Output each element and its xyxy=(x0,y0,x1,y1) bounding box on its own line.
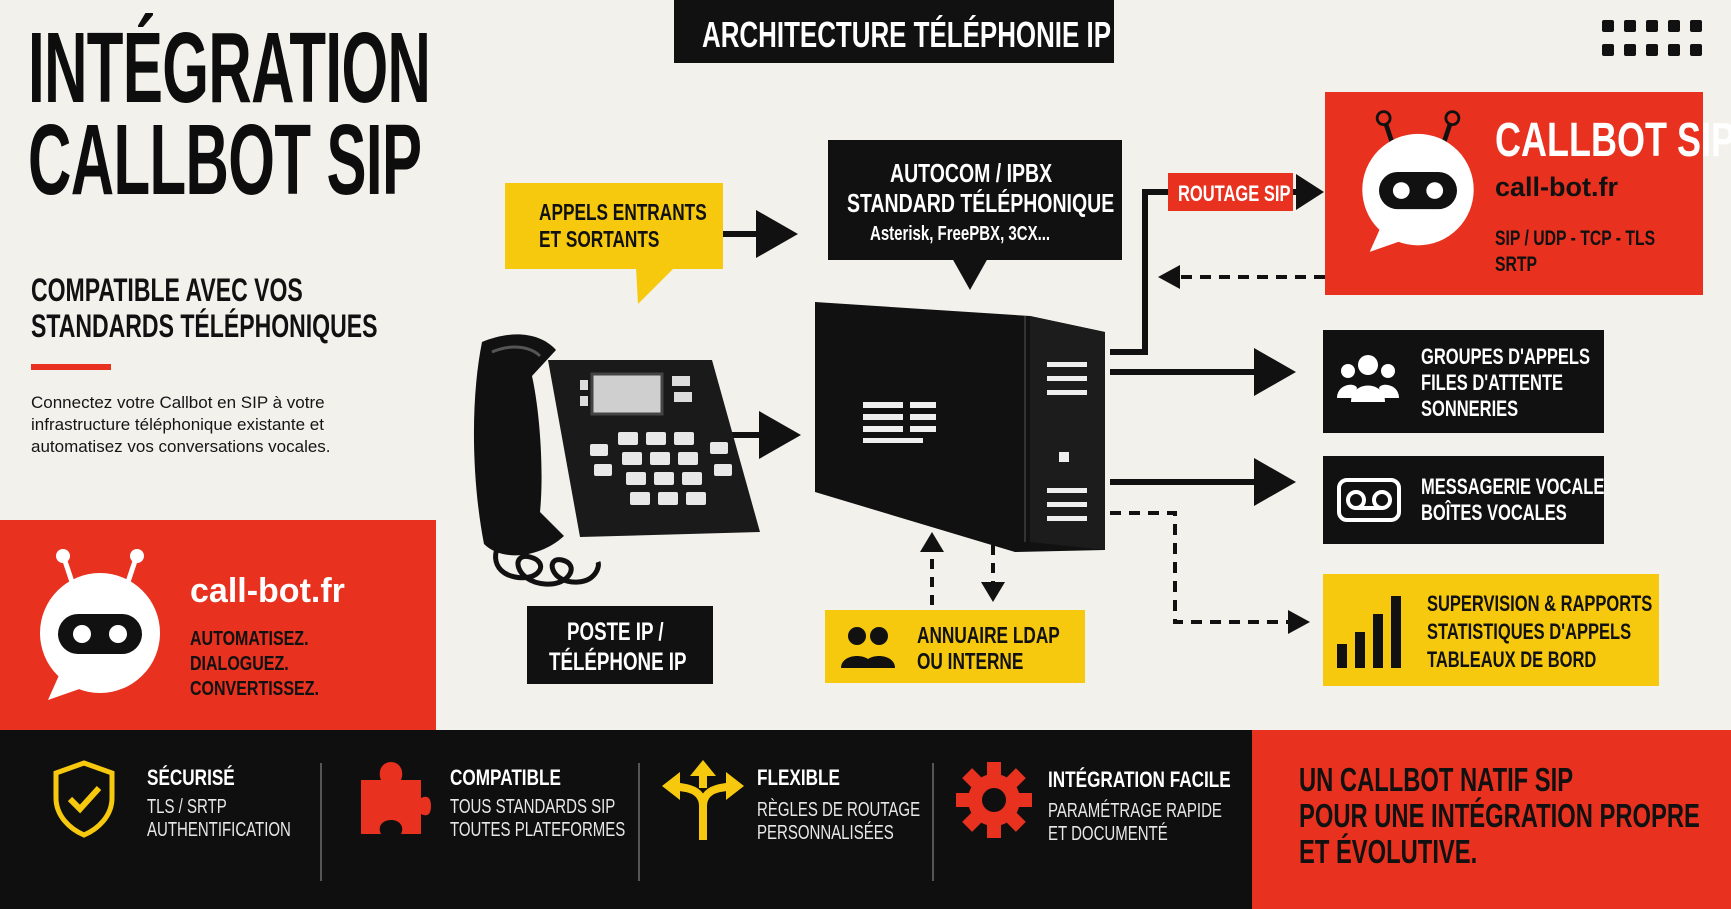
feature-flexible-title: FLEXIBLE xyxy=(757,765,840,790)
dots-grid-icon xyxy=(1602,20,1702,58)
split-arrows-icon xyxy=(662,760,744,840)
red-divider xyxy=(31,364,111,370)
voicemail-icon xyxy=(1337,478,1401,522)
feature-easy-line: ET DOCUMENTÉ xyxy=(1048,823,1168,845)
tagline-panel xyxy=(1252,730,1731,909)
feature-secure-line: AUTHENTIFICATION xyxy=(147,819,291,841)
feature-divider xyxy=(320,763,322,881)
calls-bubble-tail xyxy=(636,268,674,304)
feature-compatible-title: COMPATIBLE xyxy=(450,765,561,790)
directory-box: ANNUAIRE LDAP OU INTERNE xyxy=(825,610,1085,683)
gear-icon xyxy=(956,762,1032,838)
routing-sip-label: ROUTAGE SIP xyxy=(1168,173,1293,211)
group-users-icon xyxy=(1337,355,1399,402)
call-groups-box: GROUPES D'APPELS FILES D'ATTENTE SONNERI… xyxy=(1323,330,1604,433)
feature-compatible-line: TOUS STANDARDS SIP xyxy=(450,796,616,818)
brand-url: call-bot.fr xyxy=(190,572,345,610)
robot-bubble-icon xyxy=(40,549,160,700)
feature-compatible-line: TOUTES PLATEFORMES xyxy=(450,819,626,841)
users-icon xyxy=(841,627,895,668)
callbot-sip-card: CALLBOT SIP call-bot.fr SIP / UDP - TCP … xyxy=(1325,92,1731,295)
feature-easy-line: PARAMÉTRAGE RAPIDE xyxy=(1048,800,1222,822)
architecture-title: ARCHITECTURE TÉLÉPHONIE IP xyxy=(674,0,1114,63)
feature-secure-line: TLS / SRTP xyxy=(147,796,227,818)
brand-slogan: AUTOMATISEZ. DIALOGUEZ. CONVERTISSEZ. xyxy=(190,628,319,700)
voicemail-box: MESSAGERIE VOCALE BOÎTES VOCALES xyxy=(1323,456,1604,544)
supervision-box: SUPERVISION & RAPPORTS STATISTIQUES D'AP… xyxy=(1323,574,1659,686)
features-band xyxy=(0,730,1252,909)
main-subtitle: COMPATIBLE AVEC VOS STANDARDS TÉLÉPHONIQ… xyxy=(31,272,378,344)
ip-phone-label: POSTE IP / TÉLÉPHONE IP xyxy=(527,606,713,684)
calls-bubble: APPELS ENTRANTS ET SORTANTS xyxy=(505,183,723,269)
shield-check-icon xyxy=(53,760,115,838)
bar-chart-icon xyxy=(1337,596,1401,668)
feature-divider xyxy=(638,763,640,881)
intro-description: Connectez votre Callbot en SIP à votre i… xyxy=(31,393,331,456)
feature-flexible-line: PERSONNALISÉES xyxy=(757,822,894,844)
puzzle-icon xyxy=(361,762,431,834)
feature-flexible-line: RÈGLES DE ROUTAGE xyxy=(757,799,921,821)
robot-bubble-icon xyxy=(1362,110,1474,252)
tagline: UN CALLBOT NATIF SIP POUR UNE INTÉGRATIO… xyxy=(1299,761,1700,870)
feature-divider xyxy=(932,763,934,881)
pbx-bubble-tail xyxy=(952,258,988,290)
ip-phone-icon xyxy=(473,334,760,587)
pbx-bubble: AUTOCOM / IPBX STANDARD TÉLÉPHONIQUE Ast… xyxy=(828,140,1122,260)
pbx-server-icon xyxy=(815,302,1105,552)
feature-secure-title: SÉCURISÉ xyxy=(147,765,235,790)
feature-easy-title: INTÉGRATION FACILE xyxy=(1048,767,1231,792)
main-title: INTÉGRATION CALLBOT SIP xyxy=(28,12,431,216)
